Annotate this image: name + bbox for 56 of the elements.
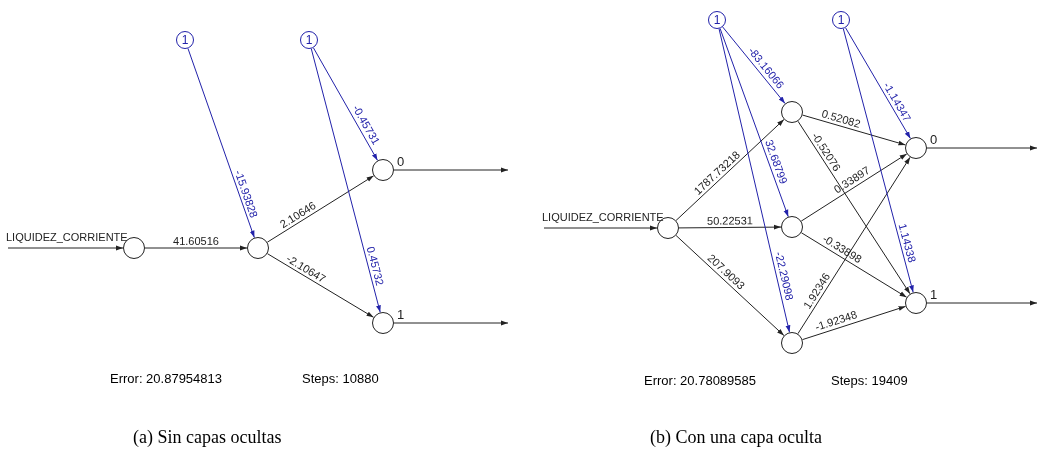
arrow: [845, 27, 911, 139]
arrow: [719, 27, 789, 218]
bias-node: 1: [300, 31, 318, 49]
arrow: [393, 167, 509, 173]
bias-node: 1: [832, 11, 850, 29]
neuron-circle: [781, 101, 803, 123]
arrow: [722, 26, 786, 104]
arrow: [842, 28, 914, 293]
arrow: [718, 28, 791, 333]
arrow: [393, 320, 509, 326]
input-label: LIQUIDEZ_CORRIENTE: [6, 232, 128, 243]
bias-node: 1: [176, 31, 194, 49]
edge-label: 0.45732: [364, 245, 386, 287]
output-label: 0: [930, 133, 938, 146]
error-text: Error: 20.87954813: [110, 372, 223, 385]
arrow: [797, 120, 911, 295]
neuron-circle: [247, 237, 269, 259]
input-label: LIQUIDEZ_CORRIENTE: [542, 212, 664, 223]
arrow: [310, 48, 381, 313]
arrow: [926, 145, 1038, 151]
neuron-circle: [905, 292, 927, 314]
arrow: [187, 48, 255, 239]
output-label: 1: [397, 308, 405, 321]
arrow: [543, 225, 658, 231]
steps-text: Steps: 10880: [302, 372, 379, 385]
arrow: [675, 235, 785, 336]
steps-text: Steps: 19409: [831, 374, 908, 387]
output-label: 0: [397, 155, 405, 168]
output-label: 1: [930, 288, 938, 301]
arrow: [802, 114, 906, 146]
arrow: [266, 253, 375, 318]
arrow: [675, 119, 785, 221]
arrow: [926, 300, 1038, 306]
edge-label: 0.52082: [819, 107, 862, 130]
arrow: [800, 153, 908, 222]
bias-node: 1: [708, 11, 726, 29]
neuron-circle: [372, 312, 394, 334]
neuron-circle: [781, 216, 803, 238]
edge-label: 50.22531: [706, 214, 753, 227]
arrow: [800, 232, 908, 298]
arrow: [144, 245, 248, 251]
arrow: [801, 305, 907, 341]
neuron-circle: [372, 159, 394, 181]
arrow: [678, 224, 782, 230]
edge-label: 41.60516: [173, 235, 219, 247]
arrow: [266, 175, 375, 243]
caption: (b) Con una capa oculta: [650, 428, 822, 446]
error-text: Error: 20.78089585: [644, 374, 757, 387]
arrow: [797, 156, 911, 335]
edge-label: -22.29098: [772, 250, 795, 302]
caption: (a) Sin capas ocultas: [133, 428, 282, 446]
edge-label: 1.14338: [896, 222, 918, 264]
arrow: [312, 47, 379, 161]
neuron-circle: [781, 332, 803, 354]
arrow: [7, 245, 124, 251]
neuron-circle: [905, 137, 927, 159]
